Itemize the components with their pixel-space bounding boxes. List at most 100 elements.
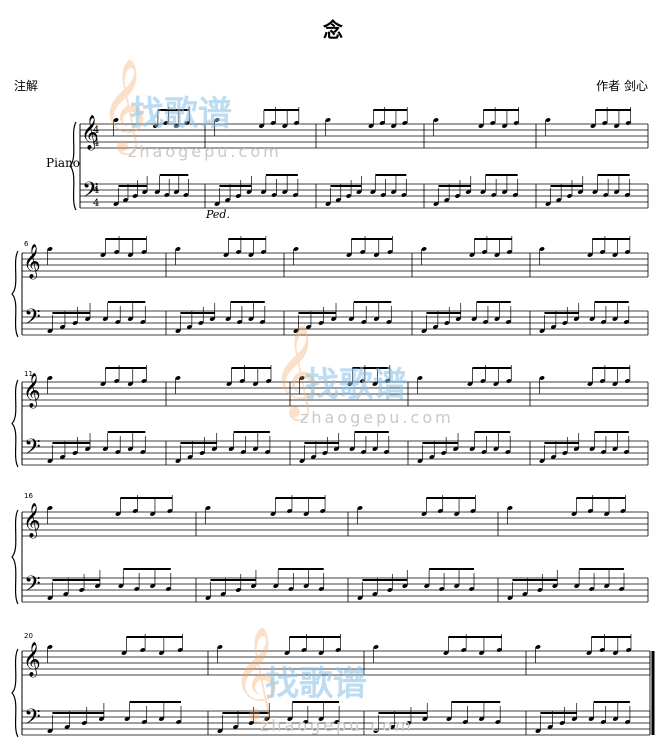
treble-note-head: [357, 506, 363, 510]
bass-eighth-head: [493, 447, 499, 451]
treble-eighth-head: [612, 651, 618, 655]
treble-eighth-head: [612, 253, 618, 257]
bass-eighth-head: [186, 325, 192, 329]
measure-number-16: 16: [24, 492, 33, 500]
bass-eighth-head: [589, 447, 595, 451]
bass-eighth-head: [373, 317, 379, 321]
bass-eighth-head: [287, 717, 293, 721]
bass-eighth-head: [453, 447, 459, 451]
treble-eighth-head: [293, 121, 299, 125]
bass-clef: 𝄢: [24, 305, 41, 335]
bass-eighth-head: [612, 717, 618, 721]
bass-eighth-head: [481, 450, 487, 454]
bass-eighth-head: [589, 317, 595, 321]
watermark-logo-text-2: 找歌谱: [305, 365, 407, 405]
bass-eighth-head: [217, 729, 223, 733]
bass-eighth-head: [567, 194, 573, 198]
bass-eighth-head: [545, 202, 551, 206]
treble-eighth-head: [443, 651, 449, 655]
bass-eighth-head: [64, 725, 70, 729]
treble-note-head: [299, 376, 305, 380]
bass-eighth-head: [469, 587, 475, 591]
bass-eighth-head: [537, 588, 543, 592]
bass-eighth-head: [373, 729, 379, 733]
bass-eighth-head: [623, 450, 629, 454]
treble-eighth-head: [368, 124, 374, 128]
treble-eighth-head: [467, 382, 473, 386]
treble-eighth-head: [506, 250, 512, 254]
bass-eighth-head: [462, 720, 468, 724]
treble-note-head: [217, 645, 223, 649]
treble-eighth-head: [248, 253, 254, 257]
bass-eighth-head: [115, 320, 121, 324]
bass-eighth-head: [455, 194, 461, 198]
treble-eighth-head: [587, 253, 593, 257]
treble-eighth-head: [387, 250, 393, 254]
watermark-url: zhaogepu.com: [128, 142, 282, 161]
treble-eighth-head: [114, 250, 120, 254]
treble-eighth-head: [587, 382, 593, 386]
treble-eighth-head: [335, 648, 341, 652]
treble-clef: 𝄞: [23, 244, 41, 280]
treble-eighth-head: [318, 651, 324, 655]
bass-eighth-head: [589, 587, 595, 591]
treble-note-head: [47, 645, 53, 649]
bass-eighth-head: [577, 190, 583, 194]
treble-clef: 𝄞: [23, 642, 41, 678]
bass-eighth-head: [624, 193, 630, 197]
bass-eighth-head: [559, 721, 565, 725]
bass-eighth-head: [47, 729, 53, 733]
treble-eighth-head: [599, 648, 605, 652]
measure-number-11: 11: [24, 370, 33, 378]
bass-eighth-head: [273, 584, 279, 588]
watermark-url-3: zhaogepu.com: [260, 716, 414, 735]
bass-eighth-head: [441, 451, 447, 455]
treble-eighth-head: [270, 121, 276, 125]
bass-eighth-head: [600, 320, 607, 324]
bass-eighth-head: [248, 317, 254, 321]
bass-eighth-head: [236, 320, 243, 324]
bass-eighth-head: [346, 194, 352, 198]
bass-eighth-head: [299, 459, 305, 463]
time-signature-top: 4: [93, 125, 99, 136]
bass-eighth-head: [118, 584, 124, 588]
bass-eighth-head: [187, 455, 193, 459]
bass-eighth-head: [246, 190, 252, 194]
treble-eighth-head: [140, 648, 146, 652]
bass-eighth-head: [432, 325, 438, 329]
treble-eighth-head: [163, 121, 169, 125]
treble-eighth-head: [346, 253, 352, 257]
bass-eighth-head: [422, 717, 428, 721]
bass-eighth-head: [306, 325, 312, 329]
bass-eighth-head: [444, 321, 450, 325]
treble-note-head: [373, 645, 379, 649]
bass-eighth-head: [356, 190, 362, 194]
treble-note-head: [47, 247, 53, 251]
bass-eighth-head: [282, 190, 288, 194]
bass-eighth-head: [252, 447, 258, 451]
treble-eighth-head: [372, 382, 378, 386]
bass-eighth-head: [175, 329, 181, 333]
bass-eighth-head: [310, 455, 316, 459]
bass-eighth-head: [550, 325, 556, 329]
treble-note-head: [47, 506, 53, 510]
treble-eighth-head: [620, 509, 626, 513]
bass-eighth-head: [288, 587, 294, 591]
bass-eighth-head: [439, 587, 445, 591]
bass-eighth-head: [612, 317, 618, 321]
bass-eighth-head: [175, 459, 181, 463]
bass-eighth-head: [480, 190, 486, 194]
treble-eighth-head: [127, 382, 133, 386]
treble-eighth-head: [490, 121, 496, 125]
grand-staff-brace: [11, 509, 19, 605]
treble-eighth-head: [461, 648, 467, 652]
treble-eighth-head: [252, 382, 258, 386]
treble-note-head: [113, 118, 119, 122]
treble-eighth-head: [287, 509, 293, 513]
treble-eighth-head: [501, 124, 508, 128]
bass-eighth-head: [165, 587, 171, 591]
bass-eighth-head: [391, 190, 397, 194]
bass-eighth-head: [505, 320, 511, 324]
bass-eighth-head: [469, 447, 475, 451]
bass-eighth-head: [424, 584, 430, 588]
